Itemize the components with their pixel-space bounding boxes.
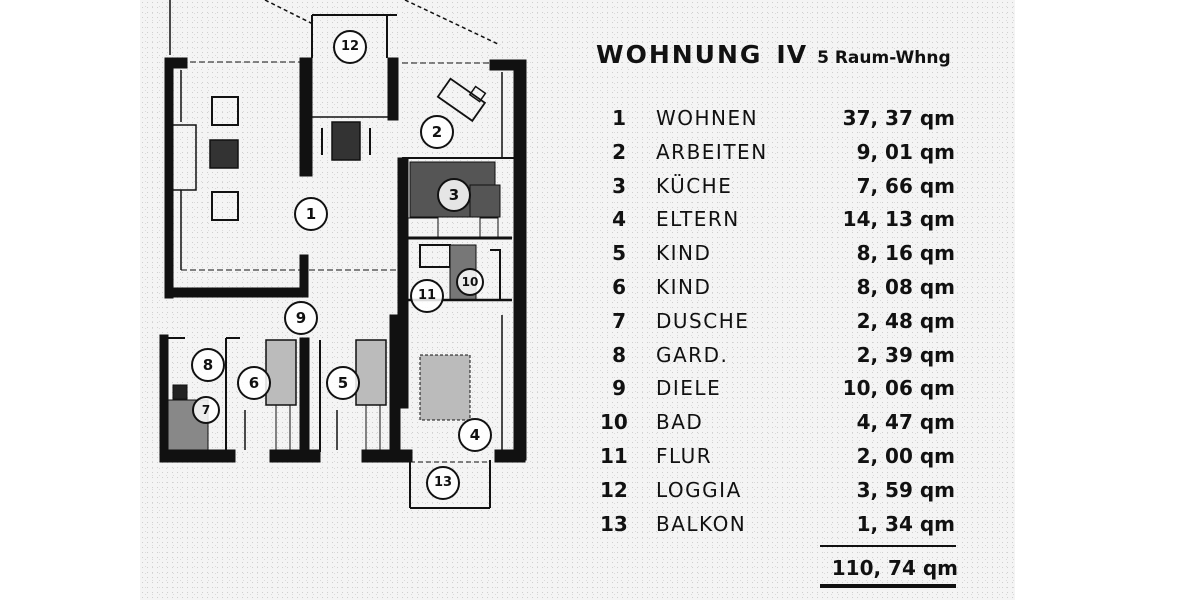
room-area: 2, 48 qm: [856, 308, 955, 333]
room-label-2: 2: [420, 115, 454, 149]
room-name: KIND: [656, 241, 712, 266]
room-label-13: 13: [426, 466, 460, 500]
room-row: 12 LOGGIA 3, 59 qm: [600, 478, 970, 512]
sum-rule: [820, 545, 956, 547]
total-area: 110, 74 qm: [831, 556, 958, 580]
room-number: 3: [612, 173, 626, 198]
room-area: 14, 13 qm: [842, 207, 955, 232]
room-area: 1, 34 qm: [856, 511, 955, 536]
room-label-12: 12: [333, 30, 367, 64]
room-number: 4: [612, 207, 626, 232]
room-name: KÜCHE: [656, 173, 733, 198]
room-label-6: 6: [237, 366, 271, 400]
room-row: 8 GARD. 2, 39 qm: [600, 343, 970, 377]
room-row: 9 DIELE 10, 06 qm: [600, 376, 970, 410]
room-row: 3 KÜCHE 7, 66 qm: [600, 174, 970, 208]
room-area: 8, 08 qm: [856, 274, 955, 299]
apartment-title: WOHNUNG IV 5 Raum-Whng: [596, 40, 951, 69]
room-name: FLUR: [656, 443, 713, 468]
room-number: 7: [612, 308, 626, 333]
room-row: 5 KIND 8, 16 qm: [600, 241, 970, 275]
floor-plan-drawing: [159, 0, 527, 509]
room-number: 2: [612, 139, 626, 164]
room-row: 13 BALKON 1, 34 qm: [600, 512, 970, 546]
room-area: 4, 47 qm: [856, 410, 955, 435]
room-row: 1 WOHNEN 37, 37 qm: [600, 106, 970, 140]
room-row: 7 DUSCHE 2, 48 qm: [600, 309, 970, 343]
title-main: WOHNUNG: [596, 40, 763, 69]
room-area: 10, 06 qm: [842, 376, 955, 401]
room-label-11: 11: [410, 279, 444, 313]
room-row: 4 ELTERN 14, 13 qm: [600, 207, 970, 241]
room-area: 2, 39 qm: [856, 342, 955, 367]
room-label-8: 8: [191, 348, 225, 382]
scanned-page-background: [140, 0, 1015, 600]
room-number: 9: [612, 376, 626, 401]
room-number: 12: [600, 477, 628, 502]
room-name: DIELE: [656, 376, 722, 401]
room-label-5: 5: [326, 366, 360, 400]
room-label-4: 4: [458, 418, 492, 452]
room-number: 1: [612, 106, 626, 130]
room-name: GARD.: [656, 342, 729, 367]
room-row: 11 FLUR 2, 00 qm: [600, 444, 970, 478]
room-number: 5: [612, 241, 626, 266]
room-label-1: 1: [294, 197, 328, 231]
room-area: 8, 16 qm: [856, 241, 955, 266]
floor-plan: 1 2 3 4 5 6 7 8 9 10 11 12 13: [140, 0, 580, 600]
room-name: ELTERN: [656, 207, 740, 232]
room-area: 2, 00 qm: [856, 443, 955, 468]
room-name: BAD: [656, 410, 704, 435]
room-area: 7, 66 qm: [856, 173, 955, 198]
room-label-7: 7: [192, 396, 220, 424]
room-name: BALKON: [656, 511, 747, 536]
room-name: WOHNEN: [656, 106, 759, 130]
room-label-3: 3: [437, 178, 471, 212]
room-row: 2 ARBEITEN 9, 01 qm: [600, 140, 970, 174]
room-area: 37, 37 qm: [842, 106, 955, 130]
room-area-table: 1 WOHNEN 37, 37 qm 2 ARBEITEN 9, 01 qm 3 KÜCH…: [600, 106, 970, 545]
room-label-10: 10: [456, 268, 484, 296]
room-number: 11: [600, 443, 628, 468]
room-area: 9, 01 qm: [856, 139, 955, 164]
room-name: ARBEITEN: [656, 139, 768, 164]
room-row: 6 KIND 8, 08 qm: [600, 275, 970, 309]
total-double-rule: [820, 584, 956, 588]
room-name: LOGGIA: [656, 477, 742, 502]
room-name: DUSCHE: [656, 308, 750, 333]
room-area: 3, 59 qm: [856, 477, 955, 502]
room-number: 6: [612, 274, 626, 299]
room-number: 8: [612, 342, 626, 367]
room-number: 13: [600, 511, 628, 536]
title-subtitle: 5 Raum-Whng: [817, 48, 951, 68]
title-number: IV: [776, 40, 808, 69]
room-row: 10 BAD 4, 47 qm: [600, 410, 970, 444]
room-label-9: 9: [284, 301, 318, 335]
room-name: KIND: [656, 274, 712, 299]
room-number: 10: [600, 410, 628, 435]
